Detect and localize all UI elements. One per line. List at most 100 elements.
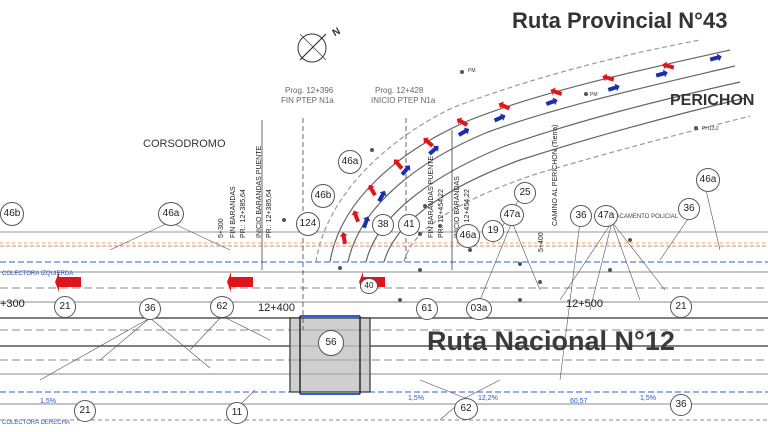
pm-mark-1: PM [468, 68, 476, 74]
direction-arrow [428, 145, 439, 156]
direction-arrow [55, 272, 81, 292]
direction-arrow [498, 101, 511, 111]
ref-bubble: 38 [372, 214, 394, 236]
slope-4: 60,57 [570, 398, 588, 405]
survey-point [694, 126, 698, 130]
ref-bubble: 36 [139, 298, 161, 320]
slope-2: 1,5% [408, 395, 424, 402]
direction-arrow [550, 87, 563, 96]
ref-bubble: 36 [678, 198, 700, 220]
survey-point [468, 248, 472, 252]
ref-bubble: 46a [338, 150, 362, 174]
ref-bubble: 46a [456, 224, 480, 248]
survey-point [628, 238, 632, 242]
direction-arrow [457, 127, 470, 137]
survey-point [370, 148, 374, 152]
chainage-5-300: 5+300 [218, 218, 225, 238]
survey-point [518, 298, 522, 302]
slope-3: 12,2% [478, 395, 498, 402]
survey-point [584, 92, 588, 96]
direction-arrow [655, 69, 668, 78]
direction-arrow [607, 83, 620, 92]
direction-arrow [662, 61, 675, 70]
survey-point [423, 204, 427, 208]
corsodromo-label: CORSODROMO [143, 138, 226, 150]
north-arrow [297, 33, 327, 63]
national-route-title: Ruta Nacional N°12 [427, 326, 675, 356]
survey-point [418, 232, 422, 236]
ref-bubble: 36 [670, 394, 692, 416]
direction-arrow [400, 165, 411, 176]
survey-point [282, 218, 286, 222]
ref-bubble: 124 [296, 212, 320, 236]
survey-points [282, 70, 698, 302]
ref-bubble: 11 [226, 402, 248, 424]
direction-arrow [351, 210, 360, 223]
ref-bubble: 46b [0, 202, 24, 226]
provincial-route-title: Ruta Provincial N°43 [512, 8, 728, 33]
ref-bubble: 46a [696, 168, 720, 192]
ref-bubble: 47a [500, 204, 524, 226]
direction-arrow [456, 117, 469, 127]
direction-arrow [377, 190, 387, 203]
fin-barandas-pr: PR.: 12+385,64 [240, 189, 247, 238]
ref-bubble: 46b [311, 184, 335, 208]
ref-bubble: 21 [74, 400, 96, 422]
direction-arrow [709, 53, 722, 62]
camino-perichon-text: CAMINO AL PERICHON (Tierra) [552, 124, 559, 226]
leader-lines [39, 189, 721, 421]
survey-point [418, 268, 422, 272]
prog-12-396-desc: FIN PTEP N1a [281, 96, 334, 105]
survey-point [398, 298, 402, 302]
ref-bubble: 56 [318, 330, 344, 356]
direction-arrow [367, 184, 377, 197]
direction-arrow [393, 159, 404, 170]
ref-bubble: 21 [54, 296, 76, 318]
ref-bubble: 21 [670, 296, 692, 318]
ref-bubble: 40 [360, 278, 378, 294]
ref-bubble: 46a [158, 202, 184, 226]
direction-arrow [423, 137, 434, 148]
chainage-12-400: 12+400 [258, 302, 296, 314]
pm-mark-2: PM [590, 92, 598, 98]
inicio-barandas-puente-pr: PR.: 12+385,64 [266, 189, 273, 238]
survey-point [338, 266, 342, 270]
direction-arrow [339, 232, 348, 245]
ref-bubble: 41 [398, 214, 420, 236]
slope-1: 1,5% [40, 398, 56, 405]
slope-5: 1,5% [640, 395, 656, 402]
inicio-barandas-puente-text: INICIO BARANDAS PUENTE [256, 145, 263, 238]
direction-arrow [493, 113, 506, 123]
direction-arrow [227, 272, 253, 292]
survey-point [438, 224, 442, 228]
ref-bubble: 62 [210, 296, 234, 318]
chainage-5-400: 5+400 [538, 232, 545, 252]
chainage-12-500: 12+500 [566, 298, 604, 310]
fin-barandas-puente-pr: PR.: 12+454,22 [438, 189, 445, 238]
survey-point [460, 70, 464, 74]
prog-12-428-desc: INICIO PTEP N1a [371, 96, 436, 105]
prog-12-428: Prog. 12+428 [375, 86, 424, 95]
ref-bubble: 03a [466, 298, 492, 320]
ref-bubble: 25 [514, 182, 536, 204]
survey-point [538, 280, 542, 284]
perichon-label: PERICHON [670, 92, 755, 109]
direction-arrow [362, 216, 371, 229]
survey-point [518, 262, 522, 266]
ref-bubble: 19 [482, 220, 504, 242]
ref-bubble: 62 [454, 398, 478, 420]
prog-12-396: Prog. 12+396 [285, 86, 334, 95]
fin-barandas-text: FIN BARANDAS [230, 186, 237, 238]
ph-mark: PH13,2 [702, 126, 719, 132]
fin-barandas-puente-text: FIN BARANDAS PUENTE [428, 155, 435, 238]
ref-bubble: 61 [416, 298, 438, 320]
colectora-izquierda-text: COLECTORA IZQUIERDA [2, 271, 74, 277]
destacamento-text: DESTACAMENTO POLICIAL [600, 214, 679, 220]
direction-arrow [602, 73, 615, 82]
chainage-300: +300 [0, 298, 25, 310]
colectora-derecha-text: COLECTORA DERECHA [2, 420, 70, 426]
ref-bubble: 36 [570, 205, 592, 227]
direction-arrow [545, 97, 558, 106]
ref-bubble: 47a [594, 205, 618, 227]
